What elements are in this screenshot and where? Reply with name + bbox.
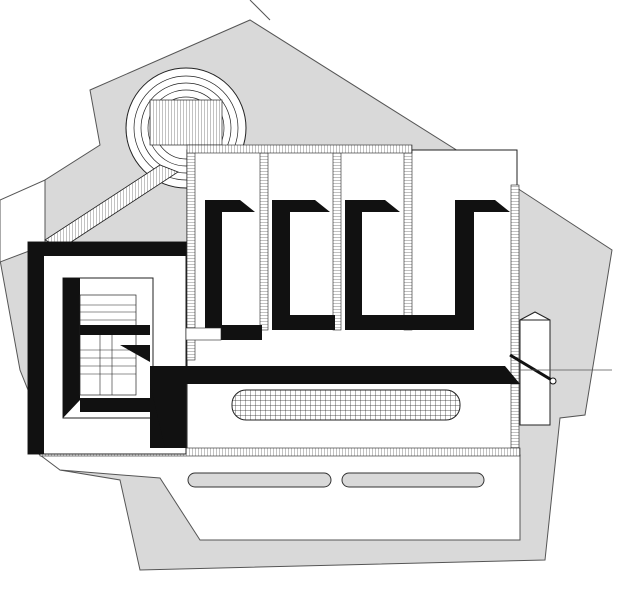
connector-gap — [185, 327, 222, 341]
forecourt — [38, 454, 521, 541]
wing-shadows — [205, 200, 510, 340]
right-tower — [509, 311, 612, 426]
boundary-line — [249, 0, 271, 21]
corridor-end — [150, 384, 186, 448]
forecourt-bench-right — [341, 472, 485, 488]
gridded-hall — [231, 389, 461, 421]
hatched-walls — [39, 144, 521, 457]
forecourt-bench-left — [187, 472, 332, 488]
corridor-bar — [150, 366, 520, 448]
